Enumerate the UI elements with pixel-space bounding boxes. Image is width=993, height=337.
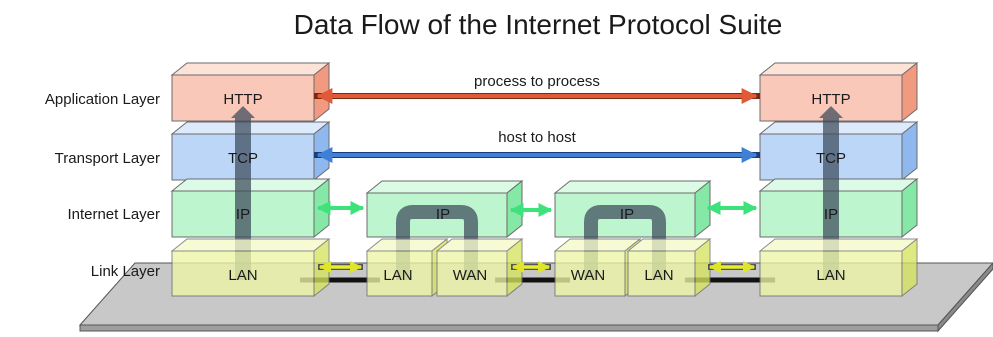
host-b-lan-block xyxy=(758,237,919,298)
host-to-host-label: host to host xyxy=(498,129,576,146)
box-labels: HTTP TCP IP LAN IP LAN WAN IP WAN LAN HT… xyxy=(223,91,850,284)
layer-label-application: Application Layer xyxy=(45,91,160,108)
diagram-title: Data Flow of the Internet Protocol Suite xyxy=(294,9,783,40)
router-2-ip-label: IP xyxy=(620,206,634,223)
layer-label-internet: Internet Layer xyxy=(67,206,160,223)
link-blocks xyxy=(170,237,919,298)
router-1-wan-block xyxy=(435,237,524,298)
router-1-lan-label: LAN xyxy=(383,267,412,284)
host-a-ip-block xyxy=(170,177,331,239)
layer-label-transport: Transport Layer xyxy=(55,150,160,167)
router-2-ip-block xyxy=(553,179,712,239)
data-flow-path xyxy=(231,106,843,280)
internet-layer-arrows xyxy=(316,201,758,217)
router-2-lan-block xyxy=(626,237,712,298)
router-1-ip-label: IP xyxy=(436,206,450,223)
router-2-wan-label: WAN xyxy=(571,267,605,284)
host-a-http-label: HTTP xyxy=(223,91,262,108)
router-2-lan-label: LAN xyxy=(644,267,673,284)
host-b-lan-label: LAN xyxy=(816,267,845,284)
host-a-lan-block xyxy=(170,237,331,298)
process-to-process-label: process to process xyxy=(474,73,600,90)
host-b-ip-label: IP xyxy=(824,206,838,223)
host-b-http-block xyxy=(758,61,919,123)
host-b-tcp-label: TCP xyxy=(816,150,846,167)
host-a-tcp-label: TCP xyxy=(228,150,258,167)
router-1-wan-label: WAN xyxy=(453,267,487,284)
host-a-lan-label: LAN xyxy=(228,267,257,284)
layer-label-link: Link Layer xyxy=(91,263,160,280)
host-a-ip-label: IP xyxy=(236,206,250,223)
host-b-http-label: HTTP xyxy=(811,91,850,108)
